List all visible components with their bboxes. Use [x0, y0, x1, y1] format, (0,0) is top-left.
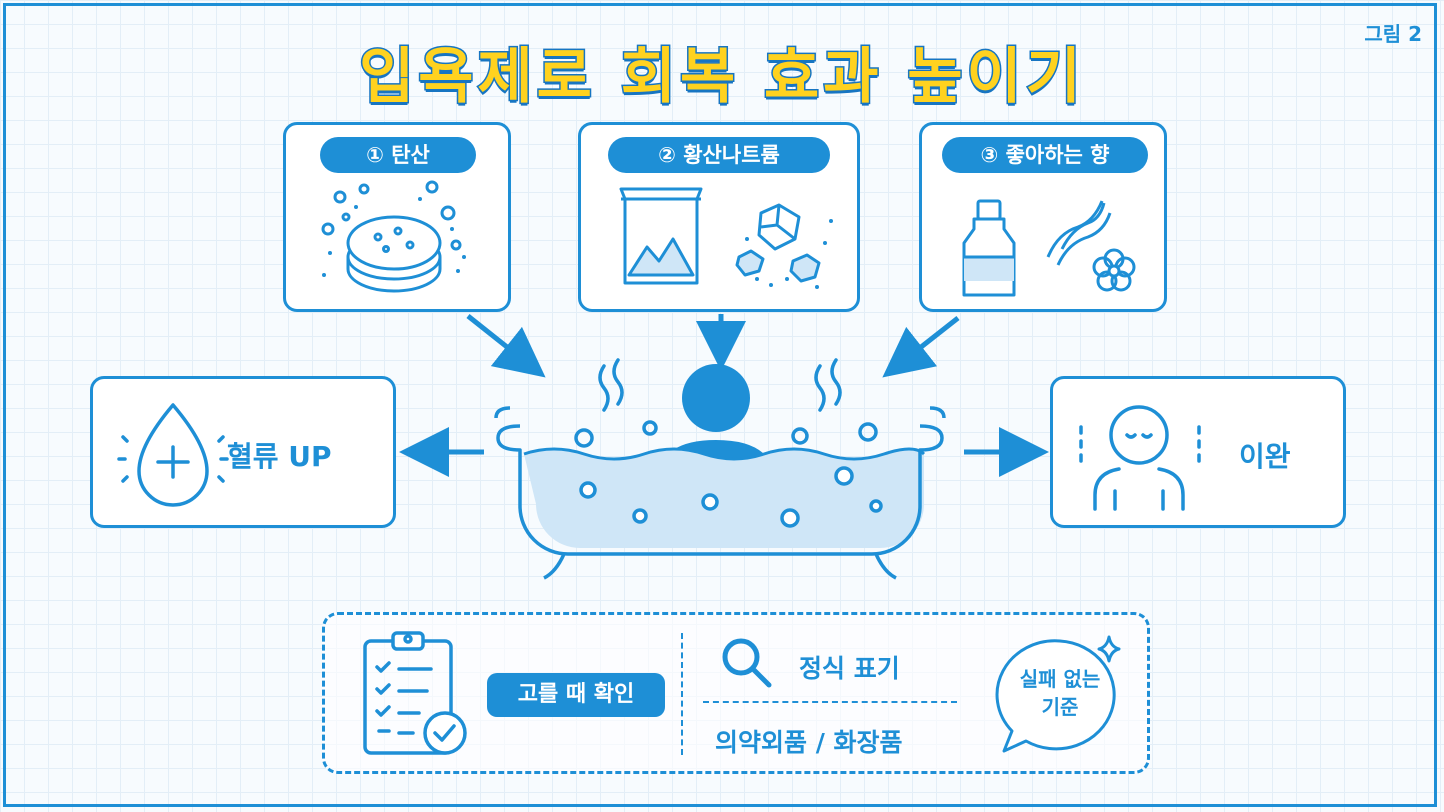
ingredient-card-fragrance: ③ 좋아하는 향 — [919, 122, 1167, 312]
ingredient-card-carbonation: ① 탄산 — [283, 122, 511, 312]
effect-label-relax: 이완 — [1239, 440, 1291, 473]
water-drop-plus-icon — [117, 403, 229, 507]
ingredient-label-fragrance: ③ 좋아하는 향 — [942, 137, 1148, 173]
effect-label-bloodflow: 혈류 UP — [227, 440, 332, 473]
checklist-item-official-label: 정식 표기 — [799, 654, 900, 683]
salt-bag-and-crystals-icon — [619, 187, 833, 289]
checklist-item-product-category: 의약외품 / 화장품 — [715, 728, 903, 757]
checklist-pill-label: 고를 때 확인 — [487, 673, 665, 717]
clipboard-check-icon — [363, 631, 467, 755]
speech-bubble-sparkle-icon — [995, 635, 1121, 753]
page-title: 입욕제로 회복 효과 높이기 — [358, 41, 1085, 114]
bubble-text: 실패 없는 기준 — [997, 665, 1123, 721]
checklist-divider — [681, 633, 683, 755]
figure-label: 그림 2 — [1364, 22, 1422, 46]
checklist-separator — [703, 701, 957, 703]
bubble-line-1: 실패 없는 — [1019, 667, 1101, 691]
selection-checklist-panel: 고를 때 확인 정식 표기 의약외품 / 화장품 실패 없는 기준 — [322, 612, 1150, 774]
arrow-fragrance-to-bath — [882, 316, 960, 378]
relaxed-person-icon — [1079, 405, 1201, 511]
bottle-and-flower-icon — [962, 199, 1136, 297]
arrow-carbonation-to-bath — [466, 314, 546, 378]
ingredient-card-sodium-sulfate: ② 황산나트륨 — [578, 122, 860, 312]
fizzy-tablet-icon — [321, 180, 466, 293]
bubble-line-2: 기준 — [1041, 695, 1079, 719]
effect-card-bloodflow: 혈류 UP — [90, 376, 396, 528]
ingredient-label-carbonation: ① 탄산 — [320, 137, 476, 173]
effect-card-relax: 이완 — [1050, 376, 1346, 528]
magnifier-icon — [722, 638, 772, 688]
bathtub-person-icon — [494, 358, 946, 580]
ingredient-label-sodium-sulfate: ② 황산나트륨 — [608, 137, 830, 173]
